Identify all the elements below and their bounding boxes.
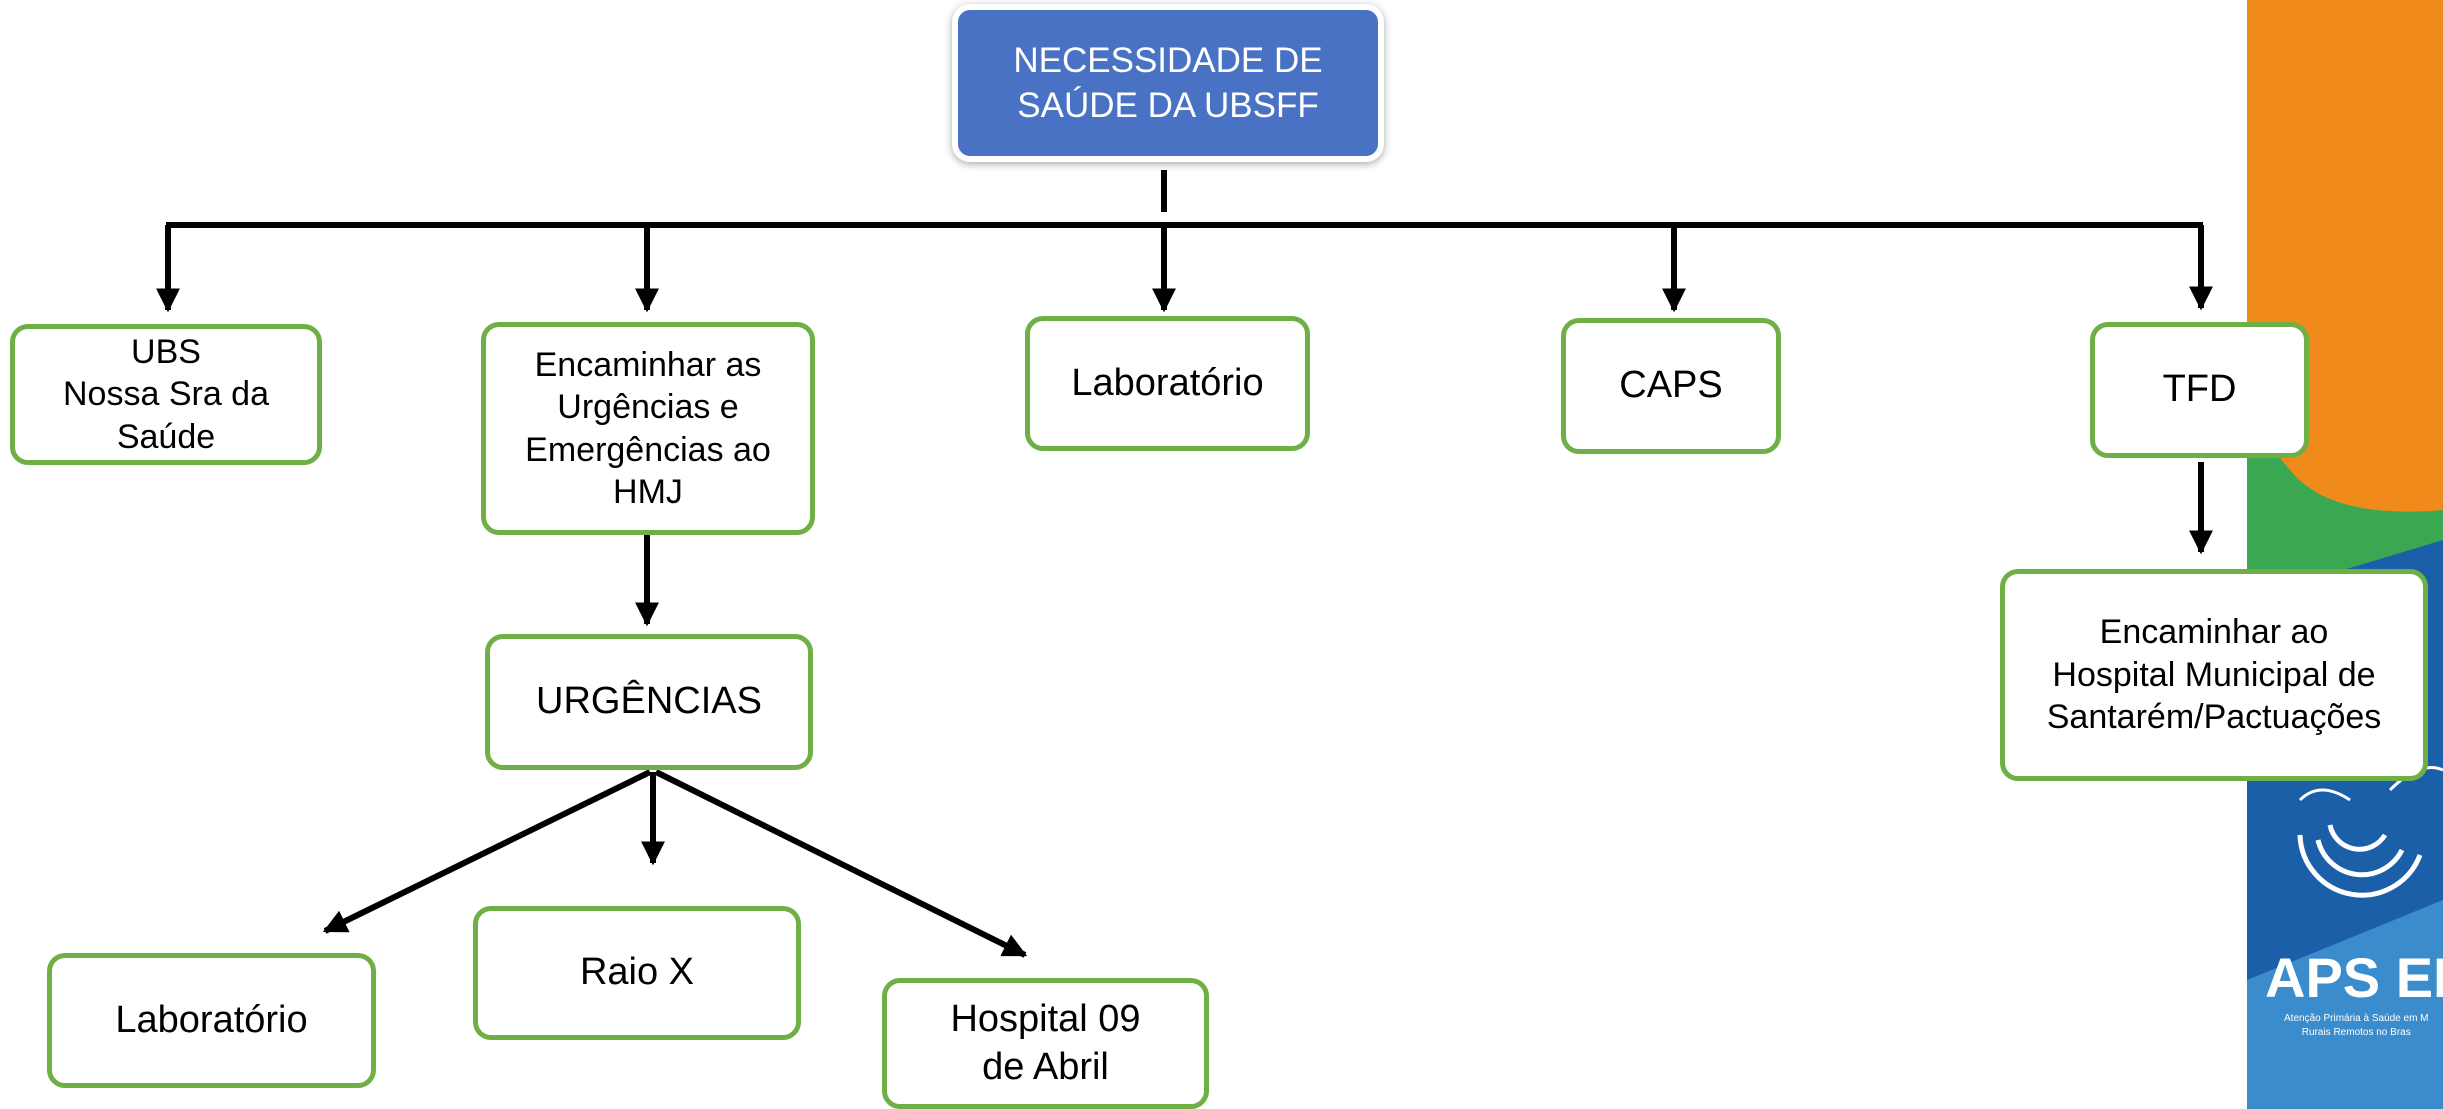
root-node-label: NECESSIDADE DE SAÚDE DA UBSFF bbox=[1013, 40, 1323, 126]
node-ubs-label: UBS Nossa Sra da Saúde bbox=[63, 332, 269, 456]
node-urgencias-label: URGÊNCIAS bbox=[536, 680, 762, 723]
node-tfd: TFD bbox=[2090, 322, 2309, 458]
brand-light-blue-band bbox=[2247, 900, 2443, 1109]
node-tfd-child-label: Encaminhar ao Hospital Municipal de Sant… bbox=[2046, 613, 2382, 737]
node-hospital-label: Hospital 09 de Abril bbox=[950, 998, 1141, 1088]
node-hospital: Hospital 09 de Abril bbox=[882, 978, 1209, 1109]
node-tfd-label: TFD bbox=[2162, 368, 2237, 411]
arrow-to-hospital bbox=[654, 769, 1028, 958]
node-tfd-child: Encaminhar ao Hospital Municipal de Sant… bbox=[2000, 569, 2428, 781]
root-node: NECESSIDADE DE SAÚDE DA UBSFF bbox=[952, 4, 1384, 162]
aps-logo-label: APS EM M bbox=[2265, 946, 2443, 1009]
node-caps-label: CAPS bbox=[1619, 364, 1723, 407]
node-encaminhar-urgencias: Encaminhar as Urgências e Emergências ao… bbox=[481, 322, 815, 535]
node-encaminhar-urgencias-label: Encaminhar as Urgências e Emergências ao… bbox=[525, 345, 771, 512]
node-ubs: UBS Nossa Sra da Saúde bbox=[10, 324, 322, 465]
node-sub-laboratorio-label: Laboratório bbox=[115, 998, 308, 1041]
aps-logo-subtitle: Atenção Primária à Saúde em M Rurais Rem… bbox=[2284, 1013, 2429, 1038]
node-raio-x: Raio X bbox=[473, 906, 801, 1040]
node-caps: CAPS bbox=[1561, 318, 1781, 454]
arrow-to-sub-laboratorio bbox=[322, 769, 652, 934]
node-raio-x-label: Raio X bbox=[579, 951, 695, 994]
node-sub-laboratorio: Laboratório bbox=[47, 953, 376, 1088]
node-urgencias: URGÊNCIAS bbox=[485, 634, 813, 770]
node-laboratorio: Laboratório bbox=[1025, 316, 1310, 451]
node-laboratorio-label: Laboratório bbox=[1071, 361, 1264, 404]
